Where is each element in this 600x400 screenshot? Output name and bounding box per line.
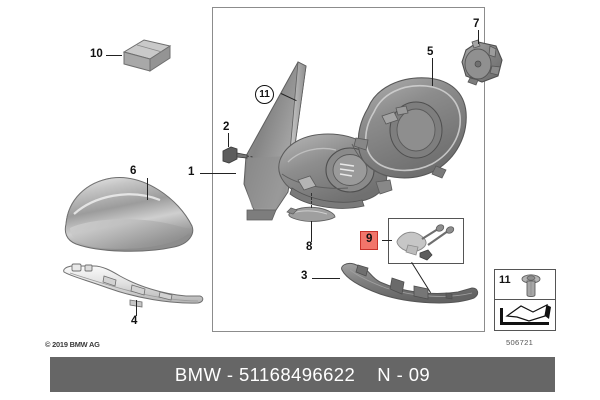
leader-line-8 [311,221,313,242]
bracket-screws-shape [396,224,455,261]
copyright-notice: © 2019 BMW AG [45,340,100,349]
callout-9[interactable]: 9 [360,231,379,250]
actuator-motor-shape [461,39,503,86]
leader-line-9 [382,240,392,242]
part-number-text: BMW - 51168496622 N - 09 [174,363,431,385]
leader-line-5 [432,58,434,86]
leader-line-3 [312,278,340,280]
clip-shape [222,146,254,164]
rivet-icon [521,274,541,297]
small-box-icon [122,39,172,72]
lower-trim-shape [341,263,479,304]
callout-8[interactable]: 8 [306,241,313,253]
reference-number: 506721 [506,338,534,347]
assembly-direction-arrow-icon [500,303,551,325]
seal-gasket-shape [286,206,336,222]
turn-signal-lens-shape [63,263,204,308]
callout-4[interactable]: 4 [131,315,138,327]
callout-3[interactable]: 3 [301,270,308,282]
part-number-banner: BMW - 51168496622 N - 09 [50,357,555,392]
mirror-cap-shape [64,177,194,252]
leader-line-1 [200,173,236,175]
callout-7[interactable]: 7 [473,18,480,30]
housing-frame-shape [351,77,467,179]
leader-line-2 [228,133,230,147]
leader-line-4 [136,300,138,316]
leader-line-8-upper [311,193,312,208]
callout-1[interactable]: 1 [188,166,195,178]
leader-line-7 [478,30,480,44]
leader-line-6 [147,178,149,200]
legend-item-number: 11 [499,274,511,286]
leader-line-10 [106,55,122,57]
callout-10[interactable]: 10 [90,48,103,60]
legend-inset-box: 11 [494,269,556,331]
callout-2[interactable]: 2 [223,121,230,133]
callout-5[interactable]: 5 [427,46,434,58]
part-9-inset-box [388,218,464,264]
callout-11[interactable]: 11 [255,85,274,104]
callout-6[interactable]: 6 [130,165,137,177]
legend-fastener-cell: 11 [495,270,555,300]
legend-symbol-cell [495,300,555,330]
